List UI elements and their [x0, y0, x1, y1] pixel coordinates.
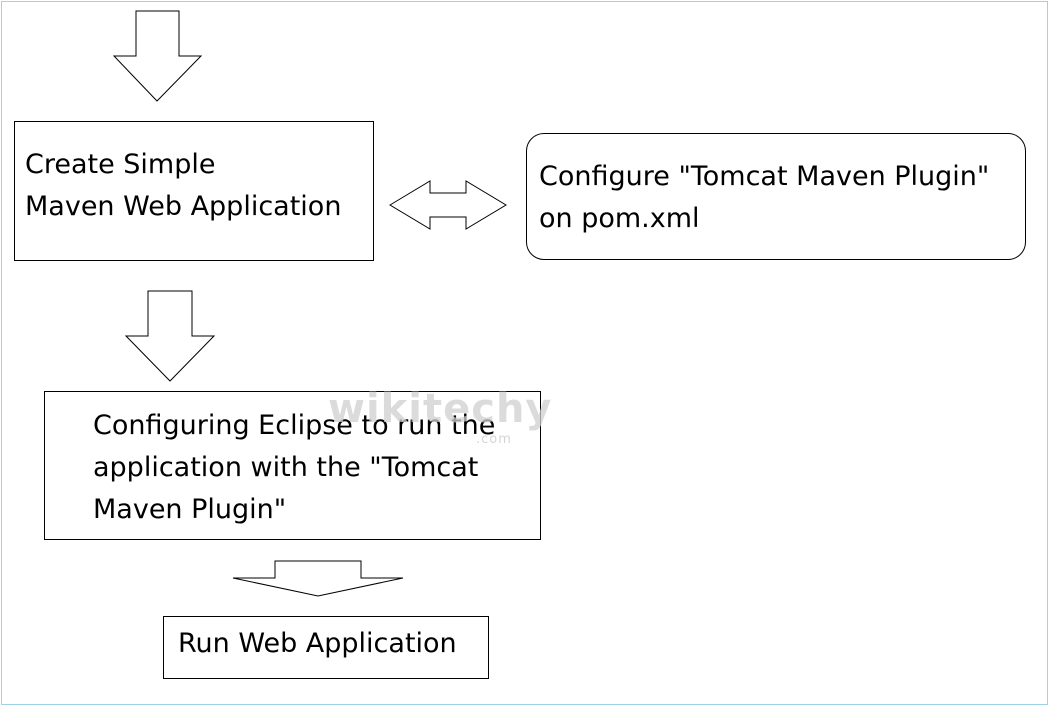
entry-down-arrow	[112, 10, 203, 102]
node-create-maven-web-app: Create Simple Maven Web Application	[14, 121, 374, 261]
create-to-eclipse-arrow	[124, 290, 216, 382]
node-configure-label: Configure "Tomcat Maven Plugin" on pom.x…	[539, 161, 990, 234]
eclipse-to-run-arrow	[232, 560, 404, 597]
node-run-label: Run Web Application	[178, 628, 457, 659]
create-configure-double-arrow	[389, 180, 507, 230]
node-create-label: Create Simple Maven Web Application	[25, 149, 342, 222]
node-configure-eclipse: Configuring Eclipse to run the applicati…	[44, 391, 541, 540]
node-eclipse-label: Configuring Eclipse to run the applicati…	[93, 410, 496, 525]
node-configure-tomcat-plugin: Configure "Tomcat Maven Plugin" on pom.x…	[526, 133, 1026, 260]
node-run-web-app: Run Web Application	[163, 616, 489, 679]
